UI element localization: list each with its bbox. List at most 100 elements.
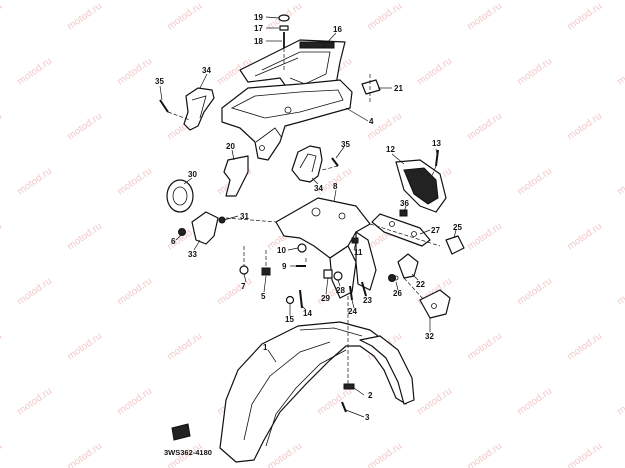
watermark-text: motod.ru <box>0 221 4 253</box>
diagram-code: 3WS362-4180 <box>164 448 212 457</box>
watermark-text: motod.ru <box>65 441 104 468</box>
watermark-text: motod.ru <box>565 1 604 33</box>
callout-24: 24 <box>348 307 357 316</box>
callout-labels: 19 17 18 16 35 34 21 4 13 12 20 35 34 30… <box>155 13 462 457</box>
watermark-text: motod.ru <box>315 386 354 418</box>
watermark-text: motod.ru <box>15 166 54 198</box>
watermark-text: motod.ru <box>65 221 104 253</box>
watermark-text: motod.ru <box>565 221 604 253</box>
part-21-box <box>361 79 381 95</box>
watermark-text: motod.ru <box>15 56 54 88</box>
watermark-text: motod.ru <box>365 441 404 468</box>
callout-3: 3 <box>365 413 370 422</box>
watermark-text: motod.ru <box>265 441 304 468</box>
part-20-flap <box>223 155 249 197</box>
callout-13: 13 <box>432 139 441 148</box>
watermark-text: motod.ru <box>115 56 154 88</box>
callout-27: 27 <box>431 226 440 235</box>
watermark-text: motod.ru <box>115 166 154 198</box>
watermark-text: motod.ru <box>615 166 625 198</box>
callout-9: 9 <box>282 262 287 271</box>
watermark-text: motod.ru <box>515 56 554 88</box>
callout-14: 14 <box>303 309 312 318</box>
watermark-text: motod.ru <box>0 441 4 468</box>
callout-20: 20 <box>226 142 235 151</box>
callout-26: 26 <box>393 289 402 298</box>
watermark-text: motod.ru <box>15 386 54 418</box>
callout-6: 6 <box>171 237 176 246</box>
part-34-grab-handle-upper <box>183 87 215 131</box>
watermark-text: motod.ru <box>565 331 604 363</box>
watermark-text: motod.ru <box>615 386 625 418</box>
part-25-reflector <box>445 235 465 255</box>
callout-34: 34 <box>202 66 211 75</box>
part-22-bracket <box>388 253 419 282</box>
callout-10: 10 <box>277 246 286 255</box>
callout-22: 22 <box>416 280 425 289</box>
watermark-text: motod.ru <box>415 386 454 418</box>
callout-17: 17 <box>254 24 263 33</box>
callout-28: 28 <box>336 286 345 295</box>
watermark-text: motod.ru <box>415 56 454 88</box>
part-34-grab-handle-lower <box>291 145 323 183</box>
watermark-text: motod.ru <box>465 331 504 363</box>
callout-18: 18 <box>254 37 263 46</box>
watermark-text: motod.ru <box>465 221 504 253</box>
part-4-rear-frame <box>221 79 353 161</box>
part-1-fender <box>219 321 415 463</box>
callout-35-b: 35 <box>341 140 350 149</box>
callout-8: 8 <box>333 182 338 191</box>
watermark-text: motod.ru <box>0 1 4 33</box>
direction-emblem <box>171 423 191 441</box>
callout-34-b: 34 <box>314 184 323 193</box>
assembly-lines <box>167 48 441 384</box>
callout-35: 35 <box>155 77 164 86</box>
callout-15: 15 <box>285 315 294 324</box>
part-33-hinge <box>178 211 226 245</box>
leader-lines <box>159 16 457 418</box>
watermark-text: motod.ru <box>215 276 254 308</box>
callout-33: 33 <box>188 250 197 259</box>
watermark-text: motod.ru <box>515 276 554 308</box>
watermark-text: motod.ru <box>115 386 154 418</box>
watermark-text: motod.ru <box>165 1 204 33</box>
part-8-bracket <box>275 197 377 299</box>
callout-5: 5 <box>261 292 266 301</box>
watermark-text: motod.ru <box>65 1 104 33</box>
watermark-text: motod.ru <box>565 441 604 468</box>
callout-21: 21 <box>394 84 403 93</box>
callout-16: 16 <box>333 25 342 34</box>
watermark-text: motod.ru <box>115 276 154 308</box>
callout-12: 12 <box>386 145 395 154</box>
callout-30: 30 <box>188 170 197 179</box>
part-30-reflector <box>166 179 194 213</box>
callout-4: 4 <box>369 117 374 126</box>
watermark-text: motod.ru <box>165 331 204 363</box>
callout-29: 29 <box>321 294 330 303</box>
callout-2: 2 <box>368 391 373 400</box>
callout-36: 36 <box>400 199 409 208</box>
watermark-text: motod.ru <box>515 166 554 198</box>
watermark-text: motod.ru <box>615 276 625 308</box>
callout-19: 19 <box>254 13 263 22</box>
callout-31: 31 <box>240 212 249 221</box>
fasteners <box>159 14 439 413</box>
watermark-text: motod.ru <box>15 276 54 308</box>
watermark-text: motod.ru <box>65 111 104 143</box>
watermark-text: motod.ru <box>615 56 625 88</box>
callout-25: 25 <box>453 223 462 232</box>
watermark-text: motod.ru <box>515 386 554 418</box>
watermark-text: motod.ru <box>365 111 404 143</box>
watermark-text: motod.ru <box>465 441 504 468</box>
watermark-text: motod.ru <box>465 1 504 33</box>
watermark-text: motod.ru <box>365 1 404 33</box>
watermark-text: motod.ru <box>0 111 4 143</box>
watermark-text: motod.ru <box>465 111 504 143</box>
callout-7: 7 <box>241 282 246 291</box>
watermark-text: motod.ru <box>565 111 604 143</box>
part-32-bracket <box>419 289 451 319</box>
watermark-text: motod.ru <box>0 331 4 363</box>
callout-23: 23 <box>363 296 372 305</box>
